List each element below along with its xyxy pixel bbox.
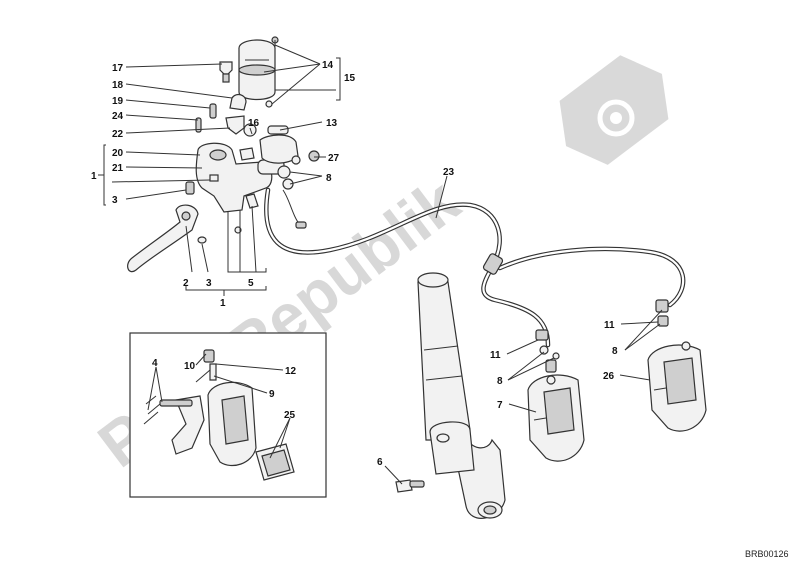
callout-3-bottom: 3 — [206, 278, 212, 289]
callout-21: 21 — [112, 163, 124, 174]
callout-8-top: 8 — [326, 173, 332, 184]
callout-8-right: 8 — [612, 346, 618, 357]
callout-1-left: 1 — [91, 171, 97, 182]
callout-22: 22 — [112, 129, 124, 140]
callout-24: 24 — [112, 111, 124, 122]
callout-7: 7 — [497, 400, 503, 411]
callout-3-left: 3 — [112, 195, 118, 206]
callout-8-left: 8 — [497, 376, 503, 387]
callout-17: 17 — [112, 63, 124, 74]
caliper-fittings — [395, 329, 560, 493]
fork-leg — [417, 272, 506, 519]
reference-code: BRB00126 — [745, 549, 789, 559]
detail-inset-panel — [129, 332, 327, 498]
callout-23: 23 — [443, 167, 455, 178]
callout-20: 20 — [112, 148, 124, 159]
callout-1-bottom: 1 — [220, 298, 226, 309]
caliper-right — [647, 299, 707, 432]
leader-lines — [98, 44, 663, 485]
callout-26: 26 — [603, 371, 615, 382]
callout-11-left: 11 — [490, 350, 501, 361]
callout-13: 13 — [326, 118, 338, 129]
callout-11-right: 11 — [604, 320, 615, 331]
callout-4: 4 — [152, 358, 158, 369]
callout-6: 6 — [377, 457, 383, 468]
caliper-left — [527, 359, 585, 462]
callout-9: 9 — [269, 389, 275, 400]
callout-25: 25 — [284, 410, 296, 421]
callout-18: 18 — [112, 80, 124, 91]
callout-19: 19 — [112, 96, 124, 107]
callout-labels: 17 18 19 24 22 20 21 1 3 14 15 16 13 27 … — [91, 60, 618, 468]
callout-10: 10 — [184, 361, 196, 372]
callout-15: 15 — [344, 73, 356, 84]
watermark-gear-icon — [559, 55, 669, 165]
callout-12: 12 — [285, 366, 297, 377]
brake-hoses — [264, 187, 686, 348]
callout-16: 16 — [248, 118, 260, 129]
callout-2: 2 — [183, 278, 189, 289]
master-cylinder-assembly — [127, 36, 320, 273]
callout-14: 14 — [322, 60, 334, 71]
callout-5: 5 — [248, 278, 254, 289]
callout-27: 27 — [328, 153, 340, 164]
